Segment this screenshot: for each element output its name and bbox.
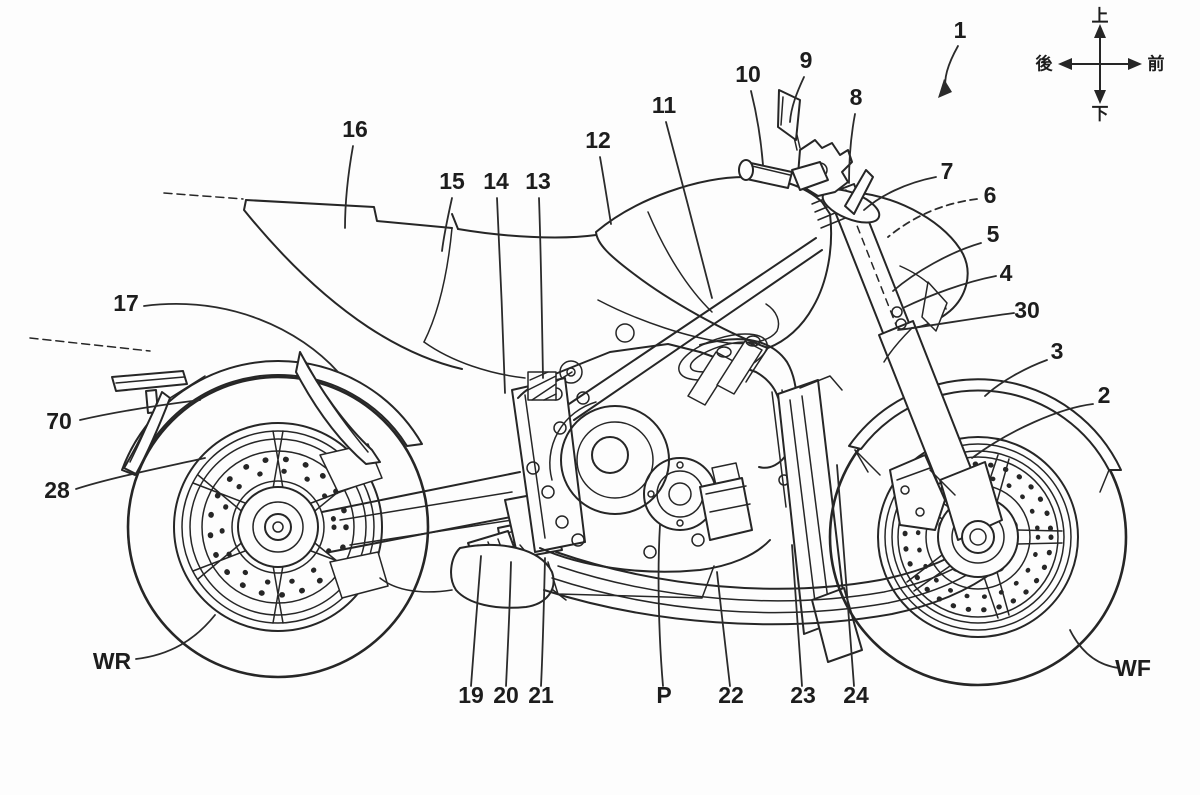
ref-label-23: 23 [790, 682, 816, 708]
leader-P [657, 524, 664, 687]
ref-label-6: 6 [984, 182, 997, 208]
ref-label-22: 22 [718, 682, 744, 708]
exhaust-system [379, 539, 997, 626]
rear-fender [29, 192, 423, 476]
leader-17 [143, 303, 339, 373]
leader-22 [716, 571, 731, 687]
leader-1 [944, 45, 959, 91]
ref-label-11: 11 [652, 92, 677, 118]
main-frame [511, 237, 823, 553]
leader-6 [887, 198, 978, 238]
ref-label-7: 7 [941, 158, 954, 184]
ref-label-30: 30 [1014, 297, 1040, 323]
leader-21 [540, 557, 546, 687]
ref-label-P: P [656, 682, 671, 708]
leader-3 [984, 359, 1048, 397]
ref-label-20: 20 [493, 682, 519, 708]
ref-label-3: 3 [1051, 338, 1064, 364]
compass-up-label: 上 [1092, 7, 1109, 26]
ref-label-4: 4 [1000, 260, 1013, 286]
ref-label-8: 8 [850, 84, 863, 110]
engine [517, 335, 781, 599]
ref-label-16: 16 [342, 116, 368, 142]
leader-lines [75, 45, 1120, 687]
ref-label-17: 17 [113, 290, 139, 316]
ref-label-13: 13 [525, 168, 551, 194]
leader-13 [538, 197, 544, 379]
ref-label-19: 19 [458, 682, 484, 708]
leader-WF [1069, 629, 1120, 669]
leader-2 [971, 403, 1094, 459]
leader-1-arrowhead [938, 79, 952, 98]
leader-20 [505, 561, 512, 687]
tail-section [243, 199, 526, 465]
leader-70 [79, 399, 201, 421]
ref-label-9: 9 [800, 47, 813, 73]
leader-15 [441, 197, 453, 252]
seat [457, 228, 597, 239]
leader-7 [863, 176, 937, 211]
ref-label-15: 15 [439, 168, 465, 194]
leader-WR [135, 614, 216, 660]
headlight-cowl [852, 191, 969, 363]
leader-10 [750, 90, 764, 166]
leader-19 [470, 555, 482, 687]
ref-label-21: 21 [528, 682, 554, 708]
compass-front-arrowhead [1128, 58, 1142, 70]
leader-4 [902, 275, 997, 309]
leader-8 [848, 113, 856, 184]
rear-wheel [126, 375, 430, 679]
leader-12 [599, 156, 612, 225]
compass-up-arrowhead [1094, 24, 1106, 38]
leader-14 [496, 197, 506, 394]
leader-23 [791, 544, 803, 687]
ref-label-10: 10 [735, 61, 761, 87]
compass-down-arrowhead [1094, 90, 1106, 104]
leader-30 [897, 312, 1015, 331]
ref-label-14: 14 [483, 168, 509, 194]
leader-24 [836, 464, 855, 687]
compass-rear-arrowhead [1058, 58, 1072, 70]
ref-label-24: 24 [843, 682, 869, 708]
leader-11 [665, 121, 713, 299]
ref-label-1: 1 [954, 17, 967, 43]
ref-label-2: 2 [1098, 382, 1111, 408]
fuel-tank [595, 176, 833, 383]
ref-label-12: 12 [585, 127, 611, 153]
ref-label-70: 70 [46, 408, 72, 434]
handlebar-area [738, 139, 853, 197]
mirror [777, 89, 801, 151]
compass-down-label: 下 [1092, 105, 1109, 124]
radiator-cowl [777, 375, 863, 663]
front-winglet [844, 169, 874, 215]
compass-rear-label: 後 [1036, 54, 1054, 74]
leader-5 [892, 242, 982, 292]
ref-label-5: 5 [987, 221, 1000, 247]
leader-28 [75, 457, 206, 490]
orientation-compass: 上 下 後 前 [1036, 7, 1165, 124]
ref-label-28: 28 [44, 477, 70, 503]
ref-label-WR: WR [93, 648, 132, 674]
front-fork [811, 147, 1003, 554]
ref-label-WF: WF [1115, 655, 1151, 681]
compass-front-label: 前 [1148, 54, 1165, 74]
leader-9 [789, 76, 805, 123]
leader-16 [344, 145, 354, 229]
